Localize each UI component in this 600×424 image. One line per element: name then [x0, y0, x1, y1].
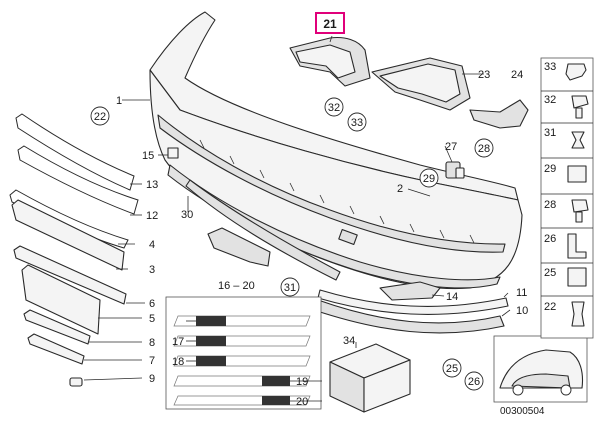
part-label-10: 10: [516, 305, 528, 317]
reference-code: 00300504: [500, 406, 545, 417]
bracket-24: [469, 99, 529, 129]
insert-16-20: [207, 227, 271, 267]
part-label-34: 34: [343, 335, 355, 347]
panel-16-20: [165, 296, 322, 410]
trim-10: [313, 299, 505, 334]
callout-22: 22: [94, 111, 106, 123]
part-label-3: 3: [149, 264, 155, 276]
trim-14: [379, 281, 441, 301]
part-label-2: 2: [397, 183, 403, 195]
side-panel-label-4: 28: [544, 199, 556, 211]
part-label-27: 27: [445, 141, 457, 153]
bracket-23: [371, 57, 471, 111]
clip-27: [445, 161, 465, 179]
part-label-30: 30: [181, 209, 193, 221]
callout-31: 31: [284, 282, 296, 294]
box-34: [329, 343, 411, 413]
part-label-4: 4: [149, 239, 155, 251]
trim-11: [317, 289, 509, 315]
callout-29: 29: [423, 173, 435, 185]
side-panel-label-2: 31: [544, 127, 556, 139]
car-thumbnail: [493, 335, 588, 403]
part-label-9: 9: [149, 373, 155, 385]
grilles: [9, 113, 139, 387]
part-label-15: 15: [142, 150, 154, 162]
part-label-11: 11: [516, 287, 527, 299]
callout-25: 25: [446, 363, 458, 375]
side-panel-label-0: 33: [544, 61, 556, 73]
callout-32: 32: [328, 102, 340, 114]
side-panel-label-1: 32: [544, 94, 556, 106]
part-label-19: 19: [296, 376, 308, 388]
part-label-12: 12: [146, 210, 158, 222]
part-label-23: 23: [478, 69, 490, 81]
part-label-8: 8: [149, 337, 155, 349]
part-label-13: 13: [146, 179, 158, 191]
part-label-14: 14: [446, 291, 458, 303]
side-panel-label-3: 29: [544, 163, 556, 175]
side-panel-label-6: 25: [544, 267, 556, 279]
part-label-6: 6: [149, 298, 155, 310]
part-label-7: 7: [149, 355, 155, 367]
leader-lines: [83, 35, 511, 402]
part-label-18: 18: [172, 356, 184, 368]
part-label-17: 17: [172, 336, 184, 348]
highlight-box: [315, 12, 345, 34]
callout-circles: [90, 97, 494, 391]
trim-strip-30: [185, 179, 341, 281]
part-label-1: 1: [116, 95, 122, 107]
callout-26: 26: [468, 376, 480, 388]
callout-33: 33: [351, 117, 363, 129]
part-label-24: 24: [511, 69, 523, 81]
part-label-16-20: 16 – 20: [218, 280, 255, 292]
callout-28: 28: [478, 143, 490, 155]
part-label-5: 5: [149, 313, 155, 325]
part-label-20: 20: [296, 396, 308, 408]
side-panel-label-7: 22: [544, 301, 556, 313]
part-label-21: 21: [323, 17, 337, 31]
side-panel: [540, 57, 594, 339]
side-panel-label-5: 26: [544, 233, 556, 245]
bracket-21: [289, 36, 371, 87]
